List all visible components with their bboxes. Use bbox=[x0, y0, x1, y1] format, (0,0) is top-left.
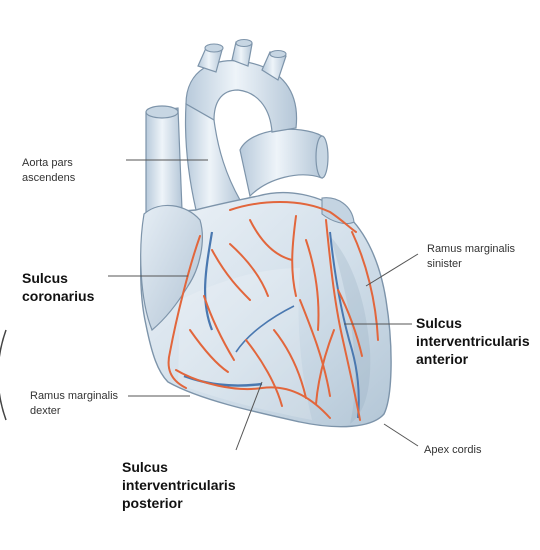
auricula-sinistra bbox=[321, 197, 355, 225]
label-ramus-marginalis-sinister: Ramus marginalis sinister bbox=[427, 243, 516, 270]
ramus-marginalis-dexter bbox=[175, 369, 331, 419]
arteria-coronaria bbox=[167, 201, 379, 421]
vena-cava-opening bbox=[145, 105, 179, 119]
ramus-marginalis-sinister bbox=[351, 231, 379, 341]
aorta-ascendens bbox=[184, 102, 241, 211]
subclavian bbox=[261, 51, 287, 81]
leader-posterior bbox=[235, 381, 263, 451]
leader-rm-sinister bbox=[365, 253, 419, 287]
interventricular-anterior-artery bbox=[325, 219, 361, 421]
vena-cordis-media bbox=[329, 231, 360, 419]
label-sulcus-interventricularis-posterior: Sulcus interventricularis posterior bbox=[122, 459, 236, 511]
label-sulcus-coronarius: Sulcus coronarius bbox=[22, 270, 95, 304]
pulmonary-opening bbox=[315, 135, 329, 179]
truncus-pulmonalis bbox=[239, 128, 323, 198]
vena-cava-superior bbox=[145, 107, 183, 215]
label-aorta-pars-ascendens: Aorta pars ascendens bbox=[22, 157, 76, 184]
vena-cordis-magna bbox=[204, 231, 214, 331]
edge-arc bbox=[0, 329, 7, 421]
atrium-dextrum bbox=[140, 204, 203, 331]
label-ramus-marginalis-dexter: Ramus marginalis dexter bbox=[30, 390, 119, 417]
label-sulcus-interventricularis-anterior: Sulcus interventricularis anterior bbox=[416, 315, 530, 367]
sulcus-coronarius-artery bbox=[229, 201, 357, 233]
right-coronary-artery bbox=[167, 235, 201, 389]
label-apex-cordis: Apex cordis bbox=[424, 444, 482, 456]
leader-apex bbox=[383, 423, 419, 447]
